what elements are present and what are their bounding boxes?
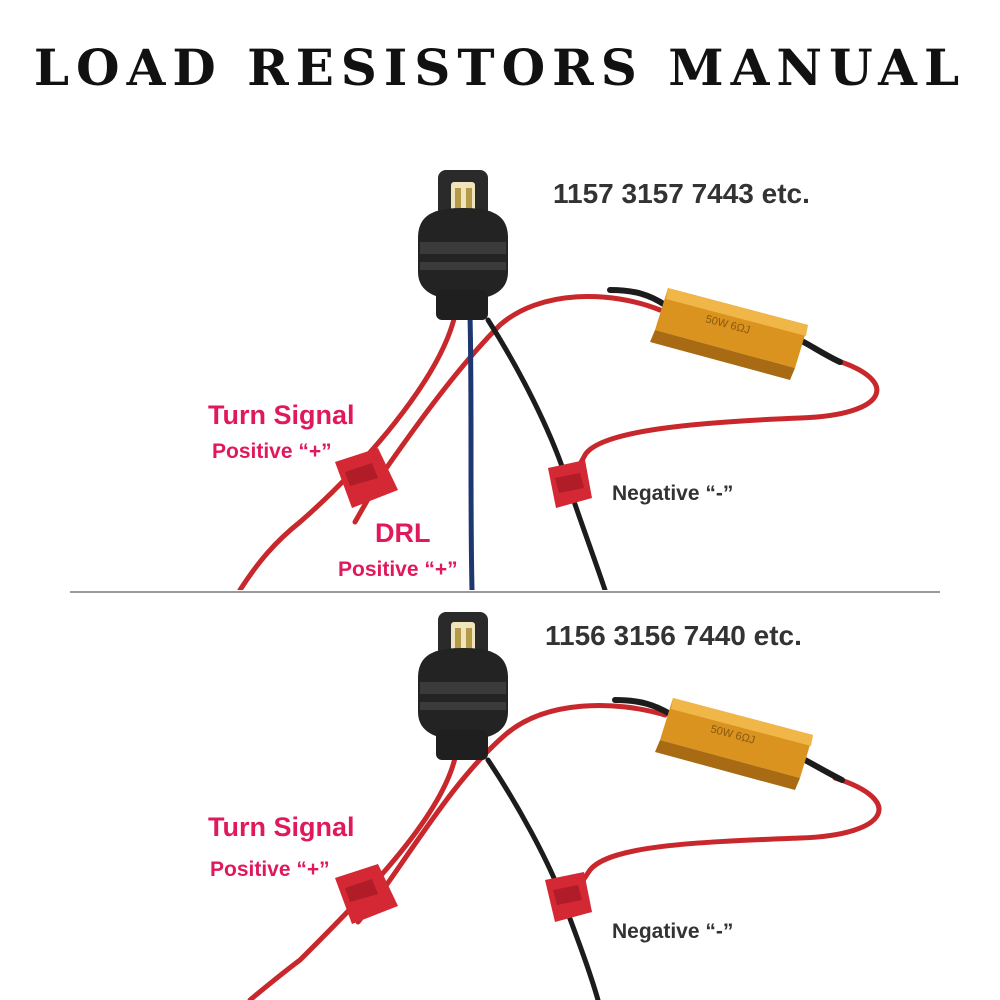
negative-label: Negative “-” (612, 920, 734, 943)
resistor-pigtail-left (612, 697, 673, 717)
wiring-diagram-bottom: 50W 6ΩJ (247, 612, 882, 1000)
drl-label: DRL (375, 518, 431, 548)
wire-tap-connector-turn (335, 448, 398, 508)
turn-signal-polarity: Positive “+” (212, 440, 332, 463)
wire-resistor-lead (355, 703, 668, 925)
load-resistor-icon: 50W 6ΩJ (655, 698, 813, 790)
diagram-single-filament: 50W 6ΩJ 1156 3156 7440 etc. Turn Signal … (0, 600, 1000, 1000)
bulb-types-label: 1157 3157 7443 etc. (553, 178, 810, 209)
wire-tap-connector-turn (335, 864, 398, 924)
turn-signal-label: Turn Signal (208, 812, 355, 842)
wire-drl (467, 312, 475, 590)
negative-label: Negative “-” (612, 482, 734, 505)
wire-turn-signal (247, 755, 458, 1000)
load-resistor-icon: 50W 6ΩJ (650, 288, 808, 380)
wire-resistor-return (565, 357, 880, 491)
bulb-socket-icon (418, 170, 508, 320)
turn-signal-label: Turn Signal (208, 400, 355, 430)
turn-signal-polarity: Positive “+” (210, 858, 330, 881)
bulb-types-label: 1156 3156 7440 etc. (545, 620, 802, 651)
bulb-socket-icon (418, 612, 508, 760)
panel-divider (70, 591, 940, 593)
wire-turn-signal (237, 312, 458, 590)
wire-tap-connector-negative (548, 460, 592, 508)
page-title: LOAD RESISTORS MANUAL (33, 38, 967, 97)
resistor-pigtail-left (607, 287, 668, 308)
wire-tap-connector-negative (545, 872, 592, 922)
drl-polarity: Positive “+” (338, 558, 458, 581)
resistor-pigtail-right (802, 757, 845, 783)
wire-resistor-return (567, 775, 882, 903)
diagram-dual-filament: 50W 6ΩJ 1157 3157 7443 etc. Turn Signal … (0, 150, 1000, 590)
resistor-pigtail-right (797, 337, 843, 365)
wiring-diagram-top: 50W 6ΩJ (237, 170, 880, 590)
